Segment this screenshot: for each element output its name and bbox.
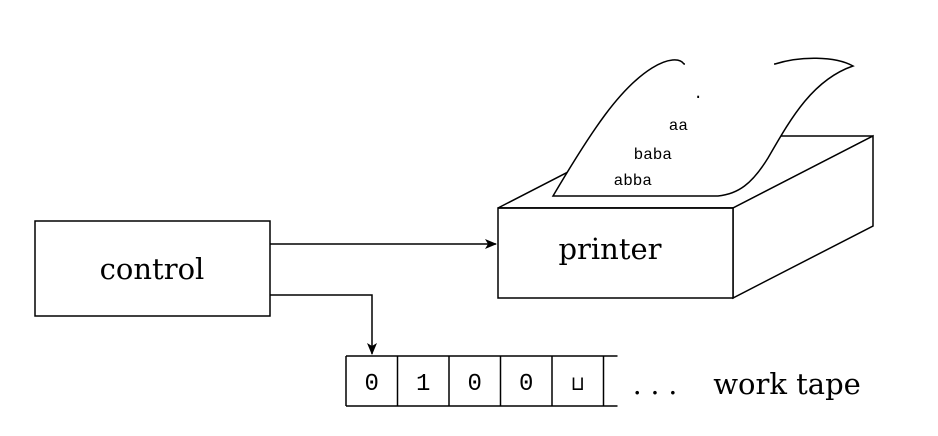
printer-label: printer (558, 232, 661, 266)
printed-line: aa (669, 117, 689, 135)
control-box (34, 220, 271, 317)
tape-cell-symbol: 0 (365, 371, 379, 398)
tape-cell-symbol: 1 (416, 371, 430, 398)
paper-sheet (551, 57, 855, 197)
printer-paper (551, 57, 855, 197)
printed-line: . (693, 85, 703, 103)
printed-line: abba (614, 172, 653, 190)
work-tape-label: work tape (713, 367, 861, 401)
work-tape: 0 1 0 0 ⊔ (345, 355, 618, 407)
printed-output: .aa baba abba (614, 85, 703, 190)
printed-line: baba (634, 146, 673, 164)
tape-cell-symbol: 0 (519, 371, 533, 398)
control-label: control (100, 252, 205, 286)
tape-ellipsis: . . . (633, 368, 678, 401)
tape-cell-symbol: 0 (468, 371, 482, 398)
tape-cell-blank-symbol: ⊔ (572, 374, 584, 397)
arrow-control-to-tape (270, 294, 377, 355)
